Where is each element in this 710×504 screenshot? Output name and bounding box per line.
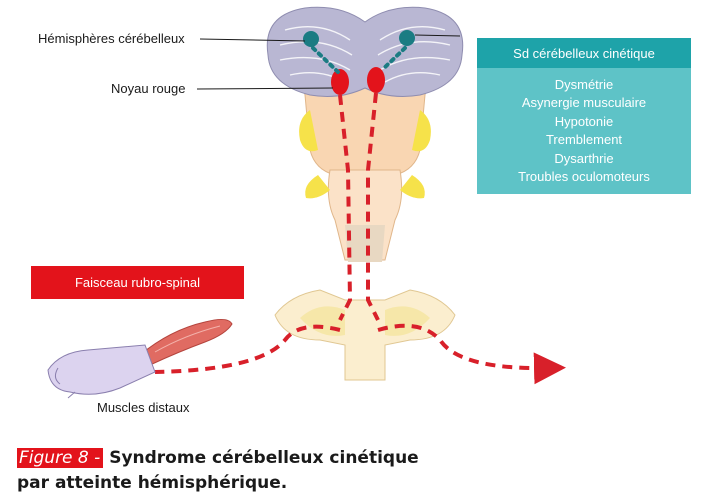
figure-tag: Figure 8 - bbox=[17, 448, 104, 468]
label-distal-muscles: Muscles distaux bbox=[97, 400, 190, 415]
red-nucleus-illustration bbox=[331, 67, 385, 95]
syndrome-panel: Sd cérébelleux cinétique Dysmétrie Asyne… bbox=[477, 38, 691, 194]
syndrome-symptom-list: Dysmétrie Asynergie musculaire Hypotonie… bbox=[477, 68, 691, 186]
syndrome-panel-title: Sd cérébelleux cinétique bbox=[477, 38, 691, 68]
label-red-nucleus: Noyau rouge bbox=[111, 81, 186, 96]
caption-line-1: Syndrome cérébelleux cinétique bbox=[109, 448, 419, 468]
caption-line-2: par atteinte hémisphérique. bbox=[17, 473, 288, 493]
symptom-item: Asynergie musculaire bbox=[521, 95, 647, 111]
figure-caption: Figure 8 - Syndrome cérébelleux cinétiqu… bbox=[17, 446, 497, 496]
symptom-item: Tremblement bbox=[545, 132, 623, 148]
rubro-spinal-tract bbox=[154, 92, 566, 385]
symptom-item: Dysarthrie bbox=[554, 150, 614, 166]
brainstem-illustration bbox=[299, 77, 431, 262]
cerebellar-outflow-path bbox=[311, 46, 407, 74]
tract-panel: Faisceau rubro-spinal bbox=[31, 266, 244, 299]
symptom-item: Hypotonie bbox=[554, 113, 614, 129]
label-leader-lines bbox=[196, 34, 461, 90]
hand-forearm-illustration bbox=[47, 344, 156, 399]
muscle-illustration bbox=[139, 318, 233, 366]
symptom-item: Dysmétrie bbox=[554, 77, 614, 92]
spinal-cord-section bbox=[274, 289, 456, 381]
cerebellum-illustration bbox=[266, 6, 464, 97]
symptom-item: Troubles oculomoteurs bbox=[518, 169, 650, 185]
label-hemispheres: Hémisphères cérébelleux bbox=[38, 31, 185, 46]
